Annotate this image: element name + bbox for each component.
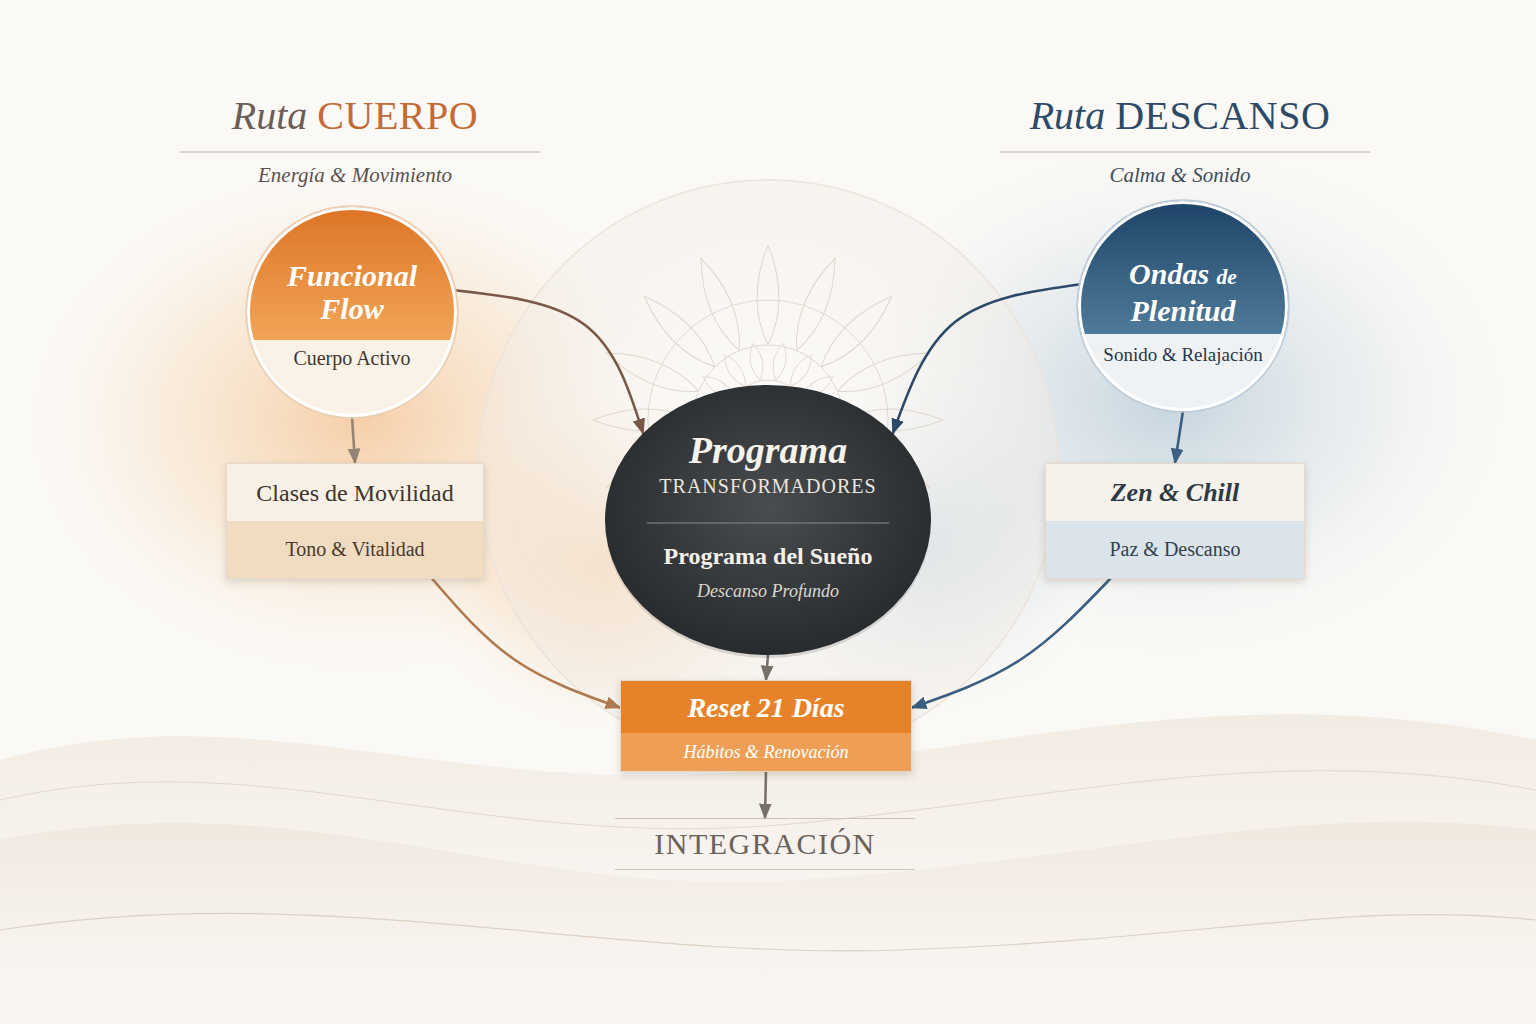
flow-arrow [1175, 411, 1183, 463]
circle-ring [246, 206, 458, 418]
mandala-petal [602, 343, 703, 402]
node-subtext: Programa del Sueño [664, 541, 873, 571]
integration-band: INTEGRACIÓN [615, 818, 915, 870]
flow-arrow [352, 417, 355, 463]
node-heading: Reset 21 Días [621, 681, 911, 733]
wave-line [0, 771, 1536, 829]
route-title: Ruta CUERPO [55, 92, 655, 139]
mandala-petal [770, 342, 789, 382]
node-subtext: Hábitos & Renovación [621, 733, 911, 771]
flow-arrow [765, 772, 766, 818]
flow-arrow [766, 655, 768, 680]
header-rule [180, 152, 540, 153]
node-subtext: Tono & Vitalidad [227, 521, 483, 578]
mandala-petal [757, 245, 779, 345]
circle-lower [247, 207, 457, 417]
mandala-petal [691, 254, 750, 355]
route-subtitle: Energía & Movimiento [55, 163, 655, 188]
program-ellipse: ProgramaTRANSFORMADORES Programa del Sueñ… [605, 385, 931, 655]
flow-arrow [893, 284, 1080, 433]
circle-rim [249, 209, 456, 416]
route-circle: Ondas de PlenitudSonido & Relajación [1078, 201, 1288, 411]
circle-upper [1078, 201, 1288, 334]
mandala-petal [813, 288, 899, 374]
class-box: Zen & ChillPaz & Descanso [1045, 463, 1305, 579]
wave-line [0, 913, 1536, 950]
node-subtext: Cuerpo Activo [293, 346, 410, 370]
node-heading: Funcional Flow [272, 259, 432, 325]
node-subtext: Descanso Profundo [697, 579, 839, 603]
ellipse-shape [605, 385, 931, 655]
node-subtext: Paz & Descanso [1046, 521, 1304, 578]
node-heading: Ondas de Plenitud [1103, 257, 1263, 327]
circle-lower [1078, 201, 1288, 411]
class-box: Clases de MovilidadTono & Vitalidad [226, 463, 484, 579]
node-heading: Zen & Chill [1046, 464, 1304, 521]
mandala-petal [787, 254, 846, 355]
route-circle: Funcional FlowCuerpo Activo [247, 207, 457, 417]
flow-arrow [432, 579, 620, 708]
central-halo [478, 180, 1058, 760]
node-subtext: TRANSFORMADORES [659, 473, 876, 499]
wave [0, 714, 1536, 1024]
mandala-petal [833, 343, 934, 402]
mandala-petal [636, 288, 722, 374]
node-heading: Programa [689, 427, 847, 473]
flow-arrow [912, 579, 1110, 708]
mandala-petal [747, 342, 766, 382]
node-heading: INTEGRACIÓN [644, 819, 885, 869]
circle-rim [1080, 203, 1287, 410]
node-heading: Clases de Movilidad [227, 464, 483, 521]
route-title: Ruta DESCANSO [880, 92, 1480, 139]
node-subtext: Sonido & Relajación [1103, 343, 1262, 367]
circle-ring [1077, 200, 1289, 412]
route-subtitle: Calma & Sonido [880, 163, 1480, 188]
ellipse-fill [605, 385, 931, 655]
flow-arrow [455, 290, 643, 433]
ellipse-divider [647, 523, 889, 524]
mandala-petal [720, 352, 751, 390]
reset-box: Reset 21 DíasHábitos & Renovación [620, 680, 912, 772]
header-rule [1000, 152, 1370, 153]
circle-upper [247, 207, 457, 340]
